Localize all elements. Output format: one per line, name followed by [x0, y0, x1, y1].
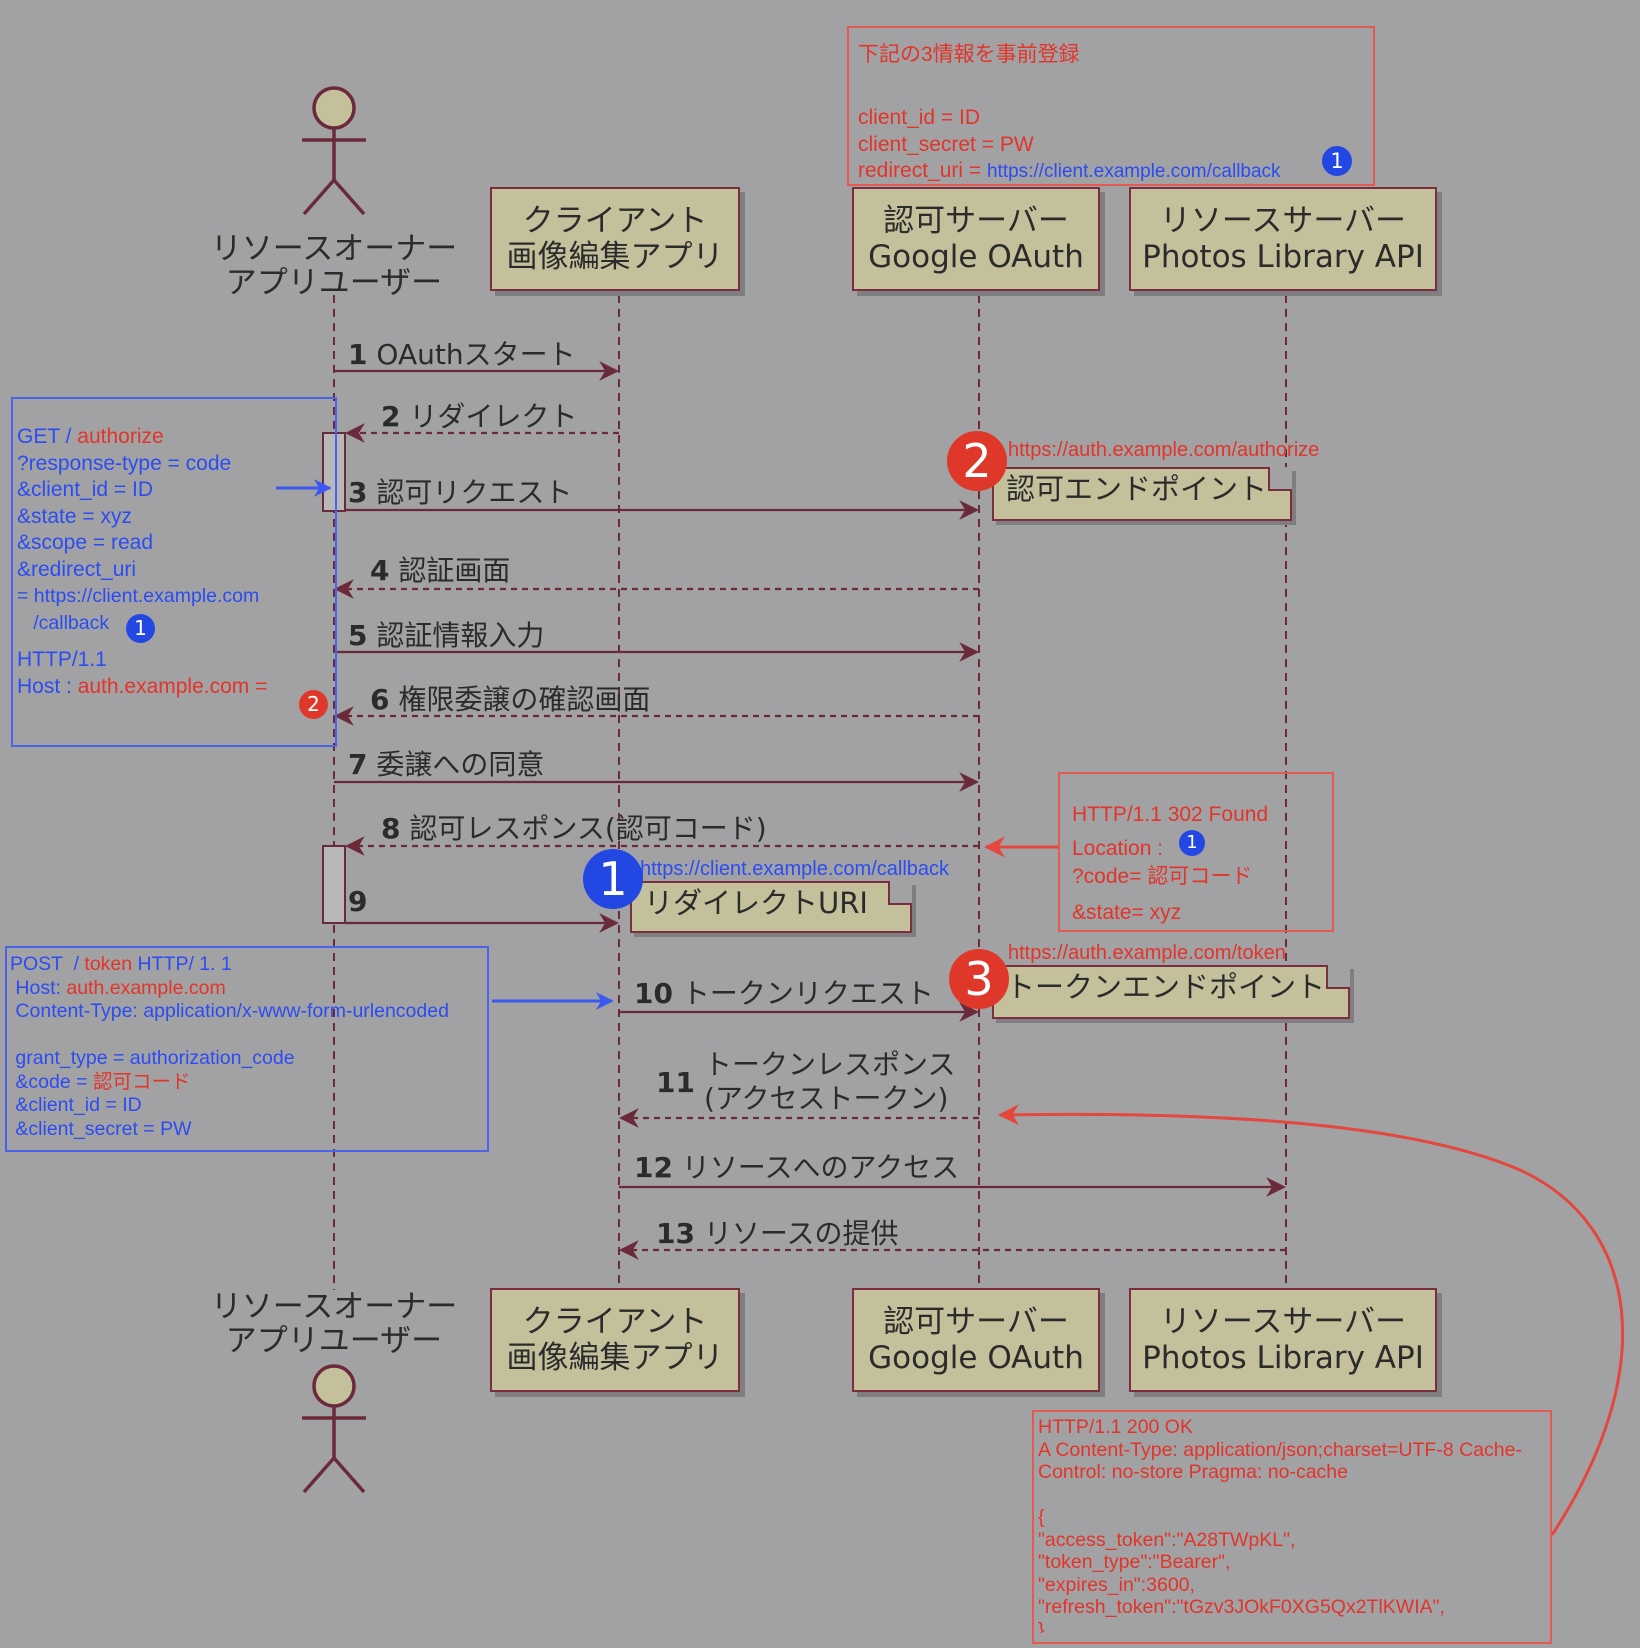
registration-text: 下記の3情報を事前登録 client_id = ID client_secret…	[858, 43, 1281, 182]
message-5: 5 認証情報入力	[348, 619, 545, 652]
token-url-label: https://auth.example.com/token	[1008, 942, 1286, 964]
participant-resource-owner-top: リソースオーナー アプリユーザー	[210, 231, 458, 301]
participant-resource-server-bottom: リソースサーバー Photos Library API	[1129, 1288, 1437, 1392]
message-2: 2 リダイレクト	[381, 400, 578, 433]
message-11: 11 トークンレスポンス (アクセストークン)	[656, 1048, 956, 1115]
callback-url-label: https://client.example.com/callback	[640, 858, 950, 880]
authorize-url-label: https://auth.example.com/authorize	[1008, 439, 1320, 461]
token-response-box	[1032, 1410, 1552, 1644]
registration-box	[847, 26, 1375, 186]
actor-icon-top	[302, 86, 366, 216]
small-badge-1-icon-3: 1	[1179, 830, 1205, 856]
message-4: 4 認証画面	[370, 554, 511, 587]
participant-auth-server-bottom: 認可サーバー Google OAuth	[852, 1288, 1100, 1392]
badge-1-icon: 1	[583, 849, 643, 909]
redirect-response-box	[1058, 772, 1334, 932]
red-curve-arrow	[997, 1104, 1625, 1536]
token-request-box	[5, 946, 489, 1152]
message-6: 6 権限委譲の確認画面	[370, 683, 651, 716]
activation-bar-2	[322, 845, 346, 924]
message-9: 9	[348, 885, 368, 918]
participant-resource-owner-bottom: リソースオーナー アプリユーザー	[210, 1289, 458, 1359]
small-badge-2-icon: 2	[299, 690, 328, 719]
message-12: 12 リソースへのアクセス	[634, 1151, 960, 1184]
small-badge-1-icon: 1	[1322, 146, 1352, 176]
redirect-response-text: HTTP/1.1 302 Found Location : ?code= 認可コ…	[1072, 803, 1269, 924]
note-redirect-uri: リダイレクトURI	[630, 881, 912, 933]
authorize-request-box	[11, 397, 337, 747]
token-request-text: POST / token HTTP/ 1. 1 Host: auth.examp…	[10, 953, 449, 1140]
note-token-endpoint: トークンエンドポイント	[992, 965, 1350, 1019]
participant-resource-server-top: リソースサーバー Photos Library API	[1129, 187, 1437, 291]
badge-3-icon: 3	[949, 949, 1009, 1009]
token-response-text: HTTP/1.1 200 OK A Content-Type: applicat…	[1038, 1416, 1522, 1633]
message-8: 8 認可レスポンス(認可コード)	[381, 812, 767, 845]
authorize-request-text: GET / authorize ?response-type = code &c…	[17, 425, 268, 698]
note-authorize-endpoint: 認可エンドポイント	[992, 467, 1292, 521]
message-10: 10 トークンリクエスト	[634, 977, 934, 1010]
small-badge-1-icon-2: 1	[126, 614, 155, 643]
participant-client-bottom: クライアント 画像編集アプリ	[490, 1288, 740, 1392]
message-7: 7 委譲への同意	[348, 748, 545, 781]
participant-client-top: クライアント 画像編集アプリ	[490, 187, 740, 291]
message-3: 3 認可リクエスト	[348, 476, 573, 509]
message-1: 1 OAuthスタート	[348, 338, 576, 371]
participant-auth-server-top: 認可サーバー Google OAuth	[852, 187, 1100, 291]
badge-2-icon: 2	[947, 431, 1007, 491]
message-13: 13 リソースの提供	[656, 1217, 899, 1250]
actor-icon-bottom	[302, 1364, 366, 1494]
